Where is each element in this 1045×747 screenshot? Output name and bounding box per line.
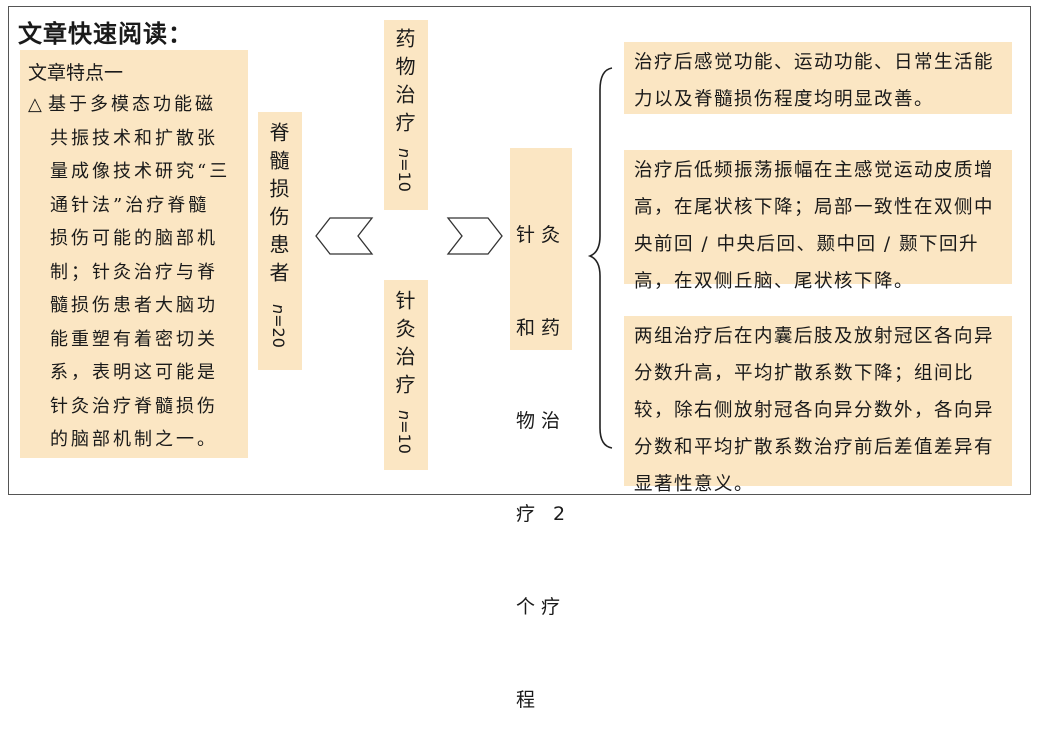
features-line: 通针法”治疗脊髓	[50, 194, 210, 216]
features-box	[20, 50, 248, 458]
combined-treatment-box	[510, 148, 572, 350]
features-line: 的脑部机制之一。	[50, 429, 218, 450]
triangle-bullet-icon: △	[28, 94, 42, 115]
features-line: 损伤可能的脑部机	[50, 228, 218, 249]
result-box-3: 两组治疗后在内囊后肢及放射冠区各向异分数升高，平均扩散系数下降；组间比较，除右侧…	[624, 316, 1012, 495]
acupuncture-group-label: 针灸治疗n=10	[392, 290, 416, 454]
combined-line: 个疗	[516, 596, 567, 618]
features-line: 能重塑有着密切关	[50, 328, 218, 350]
acupuncture-group-box	[384, 280, 428, 470]
features-line: 系，表明这可能是	[50, 362, 218, 383]
features-line: 髓损伤患者大脑功	[50, 295, 218, 316]
result-box-2: 治疗后低频振荡振幅在主感觉运动皮质增高，在尾状核下降；局部一致性在双侧中央前回 …	[624, 150, 1012, 292]
patients-box	[258, 112, 302, 370]
drug-group-label: 药物治疗n=10	[392, 28, 416, 192]
page-title: 文章快速阅读：	[18, 20, 193, 48]
connectors	[315, 67, 613, 449]
drug-group-box	[384, 20, 428, 210]
combined-line: 针灸	[516, 224, 567, 246]
features-line: 制；针灸治疗与脊	[50, 261, 218, 283]
features-heading: 文章特点一	[28, 62, 124, 84]
features-line: 针灸治疗脊髓损伤	[50, 395, 218, 417]
patients-label: 脊髓损伤患者n=20	[266, 122, 290, 348]
curly-brace-icon	[587, 67, 613, 449]
combined-line: 程	[516, 689, 542, 711]
combined-line: 和药	[516, 317, 567, 339]
features-line: 共振技术和扩散张	[50, 127, 218, 149]
features-text: △基于多模态功能磁 共振技术和扩散张 量成像技术研究“三 通针法”治疗脊髓 损伤…	[28, 88, 242, 457]
diagram-frame	[8, 6, 1031, 495]
result-box-1: 治疗后感觉功能、运动功能、日常生活能力以及脊髓损伤程度均明显改善。	[624, 42, 1012, 114]
features-line: 量成像技术研究“三	[50, 161, 231, 182]
features-line: △基于多模态功能磁	[28, 88, 242, 122]
right-chevron-icon	[446, 217, 503, 255]
left-chevron-icon	[315, 217, 374, 255]
combined-line: 物治	[516, 410, 567, 432]
